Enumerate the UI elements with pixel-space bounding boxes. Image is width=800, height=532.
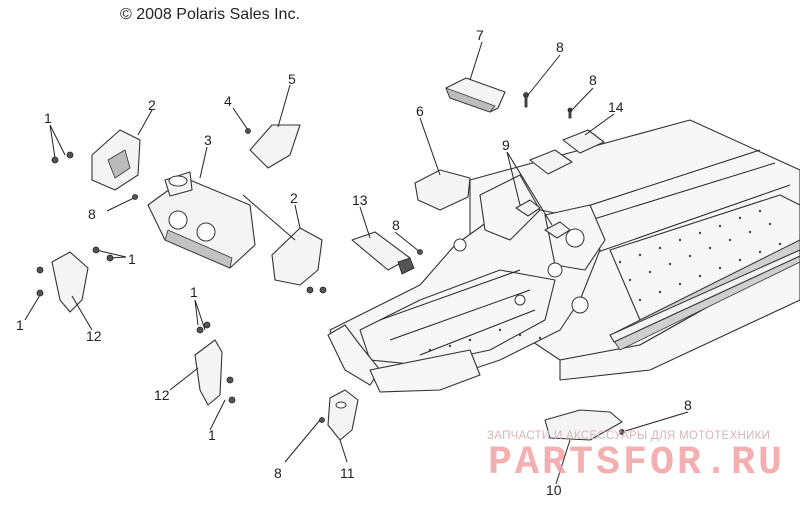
- watermark-logo: PARTSFOR.RU: [488, 441, 786, 486]
- callout-13: 13: [352, 192, 368, 208]
- callout-9: 9: [502, 137, 510, 153]
- callout-3: 3: [204, 132, 212, 148]
- callout-5: 5: [288, 71, 296, 87]
- callout-2: 2: [290, 190, 298, 206]
- callout-1: 1: [128, 251, 136, 267]
- watermark-subtitle: ЗАПЧАСТИ И АКСЕССУАРЫ ДЛЯ МОТОТЕХНИКИ: [487, 430, 771, 442]
- callout-10: 10: [546, 482, 562, 498]
- callout-8: 8: [556, 39, 564, 55]
- copyright-notice: © 2008 Polaris Sales Inc.: [120, 6, 300, 23]
- part-12-center-bracket: [194, 339, 223, 406]
- callout-1: 1: [44, 110, 52, 126]
- callout-12: 12: [86, 328, 102, 344]
- part-14-bracket-a: [529, 149, 573, 175]
- callout-8: 8: [684, 397, 692, 413]
- part-10-plate: [544, 409, 623, 441]
- callout-1: 1: [190, 284, 198, 300]
- callout-6: 6: [416, 103, 424, 119]
- callout-1: 1: [16, 317, 24, 333]
- callout-12: 12: [154, 387, 170, 403]
- callout-11: 11: [340, 465, 355, 481]
- part-12-left-bracket: [51, 251, 89, 313]
- callout-8: 8: [274, 465, 282, 481]
- part-5-shield: [249, 124, 301, 169]
- callout-8: 8: [589, 72, 597, 88]
- callout-7: 7: [476, 27, 484, 43]
- part-2-mid-bracket: [271, 227, 323, 286]
- callout-2: 2: [148, 97, 156, 113]
- part-3-housing: [147, 171, 256, 269]
- part-9-clip-a: [515, 199, 541, 217]
- callout-4: 4: [224, 93, 232, 109]
- part-9-clip-b: [544, 221, 571, 239]
- chassis-frame: [327, 119, 800, 393]
- part-14-bracket-b: [562, 129, 605, 154]
- callout-8: 8: [392, 217, 400, 233]
- leader-lines: [24, 41, 689, 485]
- part-6-plate: [414, 169, 471, 211]
- part-11-guard: [327, 389, 359, 441]
- callout-8: 8: [88, 206, 96, 222]
- callout-numbers: 7 8 8 14 6 9 5 4 2 1 3 8 2 13 8 1 1 12 1…: [16, 27, 692, 498]
- callout-14: 14: [608, 99, 624, 115]
- fasteners: [36, 92, 625, 435]
- callout-1: 1: [208, 427, 216, 443]
